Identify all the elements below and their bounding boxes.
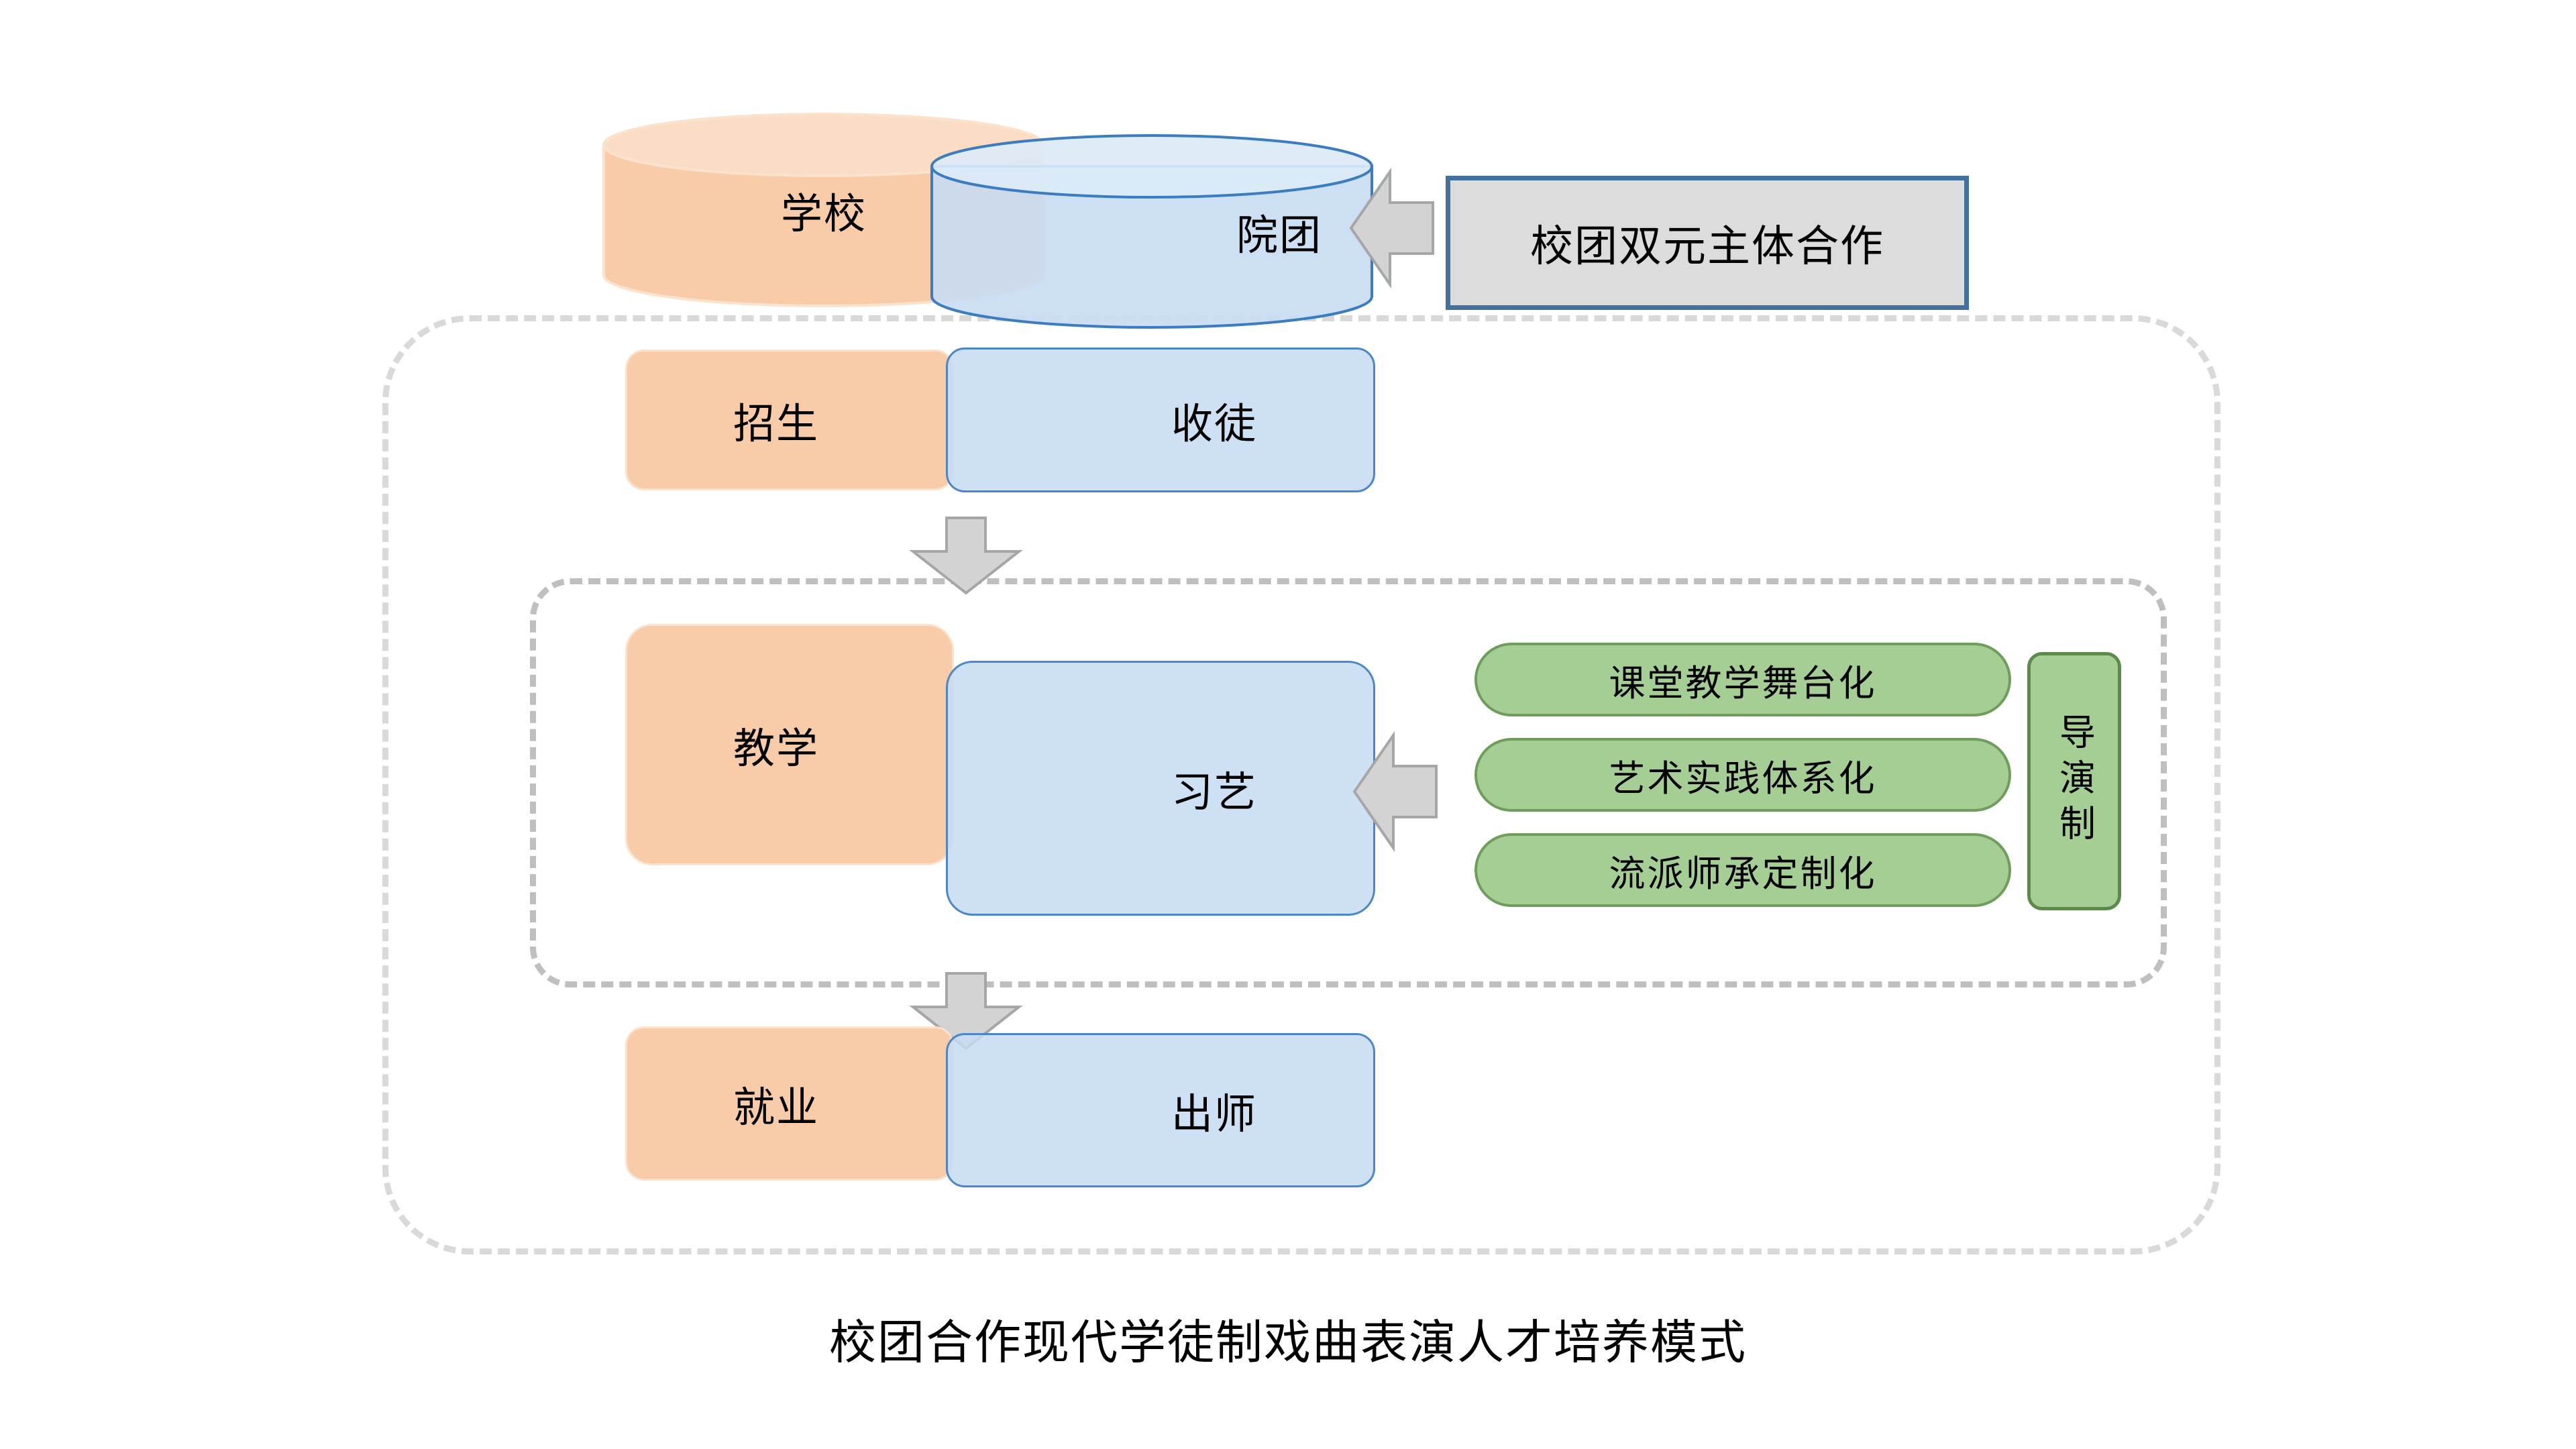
stage-box-troupe-graduation[interactable]: 出师	[946, 1033, 1375, 1187]
stage-box-school-recruitment-label: 招生	[733, 401, 819, 447]
method-pill-classroom-staging[interactable]: 课堂教学舞台化	[1474, 643, 2011, 716]
cylinder-troupe[interactable]: 院团	[930, 134, 1373, 329]
cylinder-troupe-label: 院团	[1236, 213, 1322, 259]
cylinder-troupe-shape	[930, 134, 1373, 329]
cylinder-school-label: 学校	[780, 191, 867, 237]
stage-box-school-recruitment[interactable]: 招生	[625, 350, 954, 490]
callout-box[interactable]: 校团双元主体合作	[1446, 176, 1969, 310]
director-system-label-box[interactable]: 导演制	[2027, 652, 2121, 910]
method-pill-classroom-staging-label: 课堂教学舞台化	[1609, 663, 1877, 704]
stage-box-troupe-graduation-label: 出师	[1171, 1091, 1257, 1138]
arrow-recruitment-to-teaching	[909, 515, 1023, 596]
inner-dashed-container	[530, 578, 2167, 987]
diagram-caption: 校团合作现代学徒制戏曲表演人才培养模式	[829, 1316, 1747, 1368]
stage-box-troupe-apprentice-intake-label: 收徒	[1171, 401, 1257, 447]
callout-label: 校团双元主体合作	[1530, 222, 1884, 270]
director-system-label: 导演制	[2053, 712, 2094, 850]
method-pill-art-practice-system-label: 艺术实践体系化	[1609, 758, 1877, 799]
arrow-callout-to-troupe	[1348, 167, 1436, 289]
stage-box-troupe-apprentice-intake[interactable]: 收徒	[946, 347, 1375, 492]
stage-box-school-employment-label: 就业	[733, 1085, 819, 1131]
stage-box-troupe-skill-practice-label: 习艺	[1171, 769, 1257, 816]
method-pill-school-lineage-custom-label: 流派师承定制化	[1609, 853, 1877, 894]
arrow-teaching-to-employment	[909, 971, 1023, 1051]
stage-box-troupe-skill-practice[interactable]: 习艺	[946, 661, 1375, 916]
method-pill-art-practice-system[interactable]: 艺术实践体系化	[1474, 738, 2011, 812]
arrow-methods-to-skill-practice	[1352, 731, 1439, 853]
method-pill-school-lineage-custom[interactable]: 流派师承定制化	[1474, 833, 2011, 907]
stage-box-school-teaching[interactable]: 教学	[625, 624, 954, 865]
stage-box-school-employment[interactable]: 就业	[625, 1026, 954, 1181]
stage-box-school-teaching-label: 教学	[733, 726, 819, 772]
